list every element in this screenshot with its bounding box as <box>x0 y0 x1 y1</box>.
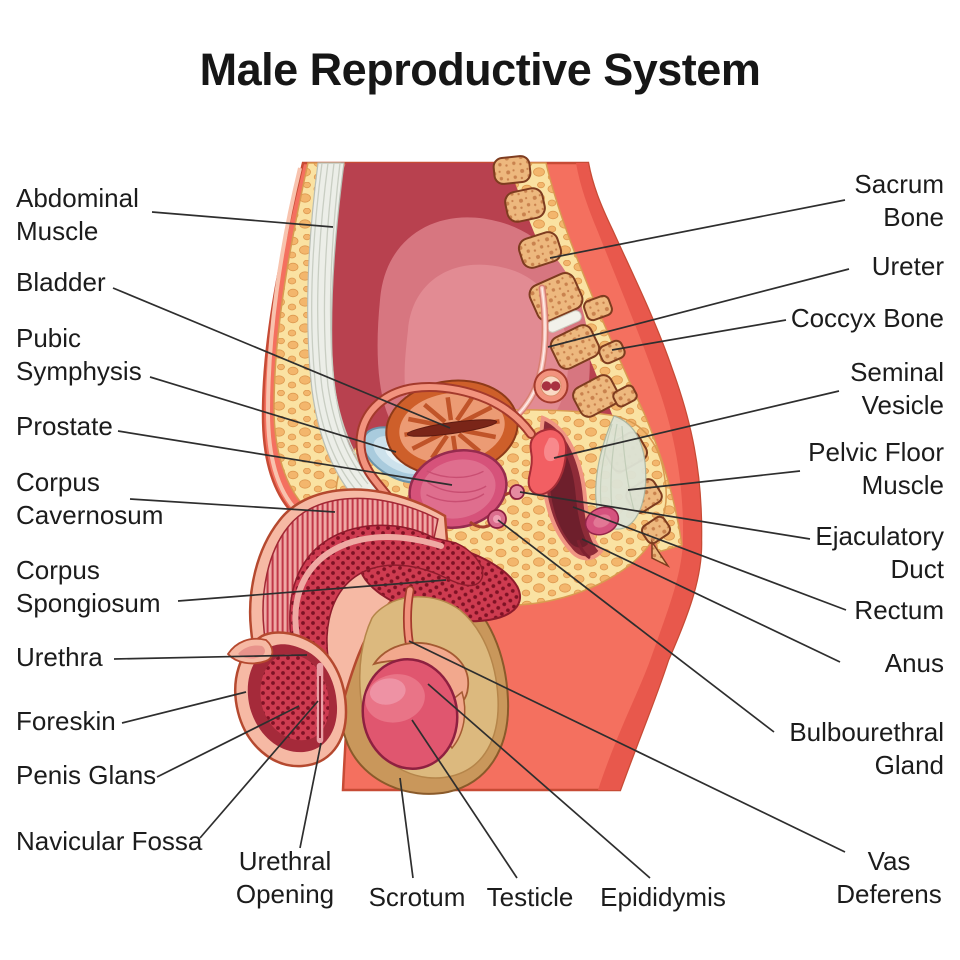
leader-penis-glans <box>156 705 300 778</box>
label-testicle: Testicle <box>486 882 574 912</box>
label-epididymis: Epididymis <box>600 882 726 912</box>
leader-scrotum <box>399 777 414 879</box>
skin-inner-line <box>265 167 302 514</box>
leader-corpus-spongiosum <box>177 579 447 602</box>
label-abdominal-muscle: Abdominal Muscle <box>16 183 139 246</box>
leader-seminal-vesicle <box>553 390 840 459</box>
leader-vas-deferens <box>408 640 846 853</box>
bladder-slit <box>406 419 498 437</box>
leader-sacrum-bone <box>549 199 846 259</box>
label-corpus-spongiosum: Corpus Spongiosum <box>16 555 161 618</box>
label-vas-deferens: Vas Deferens <box>836 846 942 909</box>
testicle-shape <box>361 657 459 771</box>
leader-ejaculatory-duct <box>519 491 811 540</box>
bulbourethral-gland-node <box>487 509 507 529</box>
leader-ureter <box>547 268 850 348</box>
label-bladder: Bladder <box>16 267 106 297</box>
corpus-spongiosum-shape <box>289 524 484 688</box>
leader-navicular-fossa <box>199 700 319 839</box>
leader-rectum <box>572 506 847 611</box>
label-bulbourethral-gland: Bulbourethral Gland <box>789 717 944 780</box>
glans-shape <box>226 631 348 768</box>
leader-coccyx-bone <box>611 319 787 351</box>
leader-corpus-cavernosum <box>129 498 336 513</box>
label-sacrum-bone: Sacrum Bone <box>854 169 944 232</box>
leader-anus <box>581 538 841 663</box>
scrotum-interior <box>359 585 499 779</box>
leader-pubic-symphysis <box>149 376 397 453</box>
label-navicular-fossa: Navicular Fossa <box>16 826 203 856</box>
leader-testicle <box>411 719 518 879</box>
label-ureter: Ureter <box>871 251 944 281</box>
label-corpus-cavernosum: Corpus Cavernosum <box>16 467 164 530</box>
label-pelvic-floor-muscle: Pelvic Floor Muscle <box>808 437 944 500</box>
leader-prostate <box>117 430 453 486</box>
leader-abdominal-muscle <box>151 211 334 228</box>
leader-bladder <box>112 287 451 429</box>
leader-epididymis <box>427 683 651 879</box>
pelvic-floor-shape <box>595 415 647 530</box>
label-rectum: Rectum <box>854 595 944 625</box>
leader-foreskin <box>121 691 247 724</box>
label-prostate: Prostate <box>16 411 113 441</box>
vas-deferens-cross-section <box>533 368 569 404</box>
seminal-vesicle-shape <box>527 428 568 496</box>
leader-lines <box>112 199 850 879</box>
label-ejaculatory-duct: Ejaculatory Duct <box>815 521 944 584</box>
coccyx-tip <box>651 539 671 568</box>
label-urethra: Urethra <box>16 642 103 672</box>
label-penis-glans: Penis Glans <box>16 760 157 790</box>
label-pubic-symphysis: Pubic Symphysis <box>16 323 142 386</box>
back-edge-band <box>576 163 702 790</box>
leader-urethral-opening <box>299 742 322 849</box>
label-coccyx-bone: Coccyx Bone <box>790 303 944 333</box>
glans-interior <box>260 653 330 741</box>
leader-urethra <box>113 654 308 660</box>
label-scrotum: Scrotum <box>368 882 466 912</box>
bladder-shape <box>385 379 519 503</box>
label-urethral-opening: Urethral Opening <box>235 846 335 909</box>
label-anus: Anus <box>884 648 944 678</box>
label-foreskin: Foreskin <box>16 706 116 736</box>
leader-bulbourethral-gland <box>497 519 775 733</box>
anus-canal <box>576 539 591 560</box>
label-seminal-vesicle: Seminal Vesicle <box>850 357 944 420</box>
leader-pelvic-floor-muscle <box>627 470 801 491</box>
prostate-shape <box>408 449 508 529</box>
page-title: Male Reproductive System <box>199 44 761 95</box>
